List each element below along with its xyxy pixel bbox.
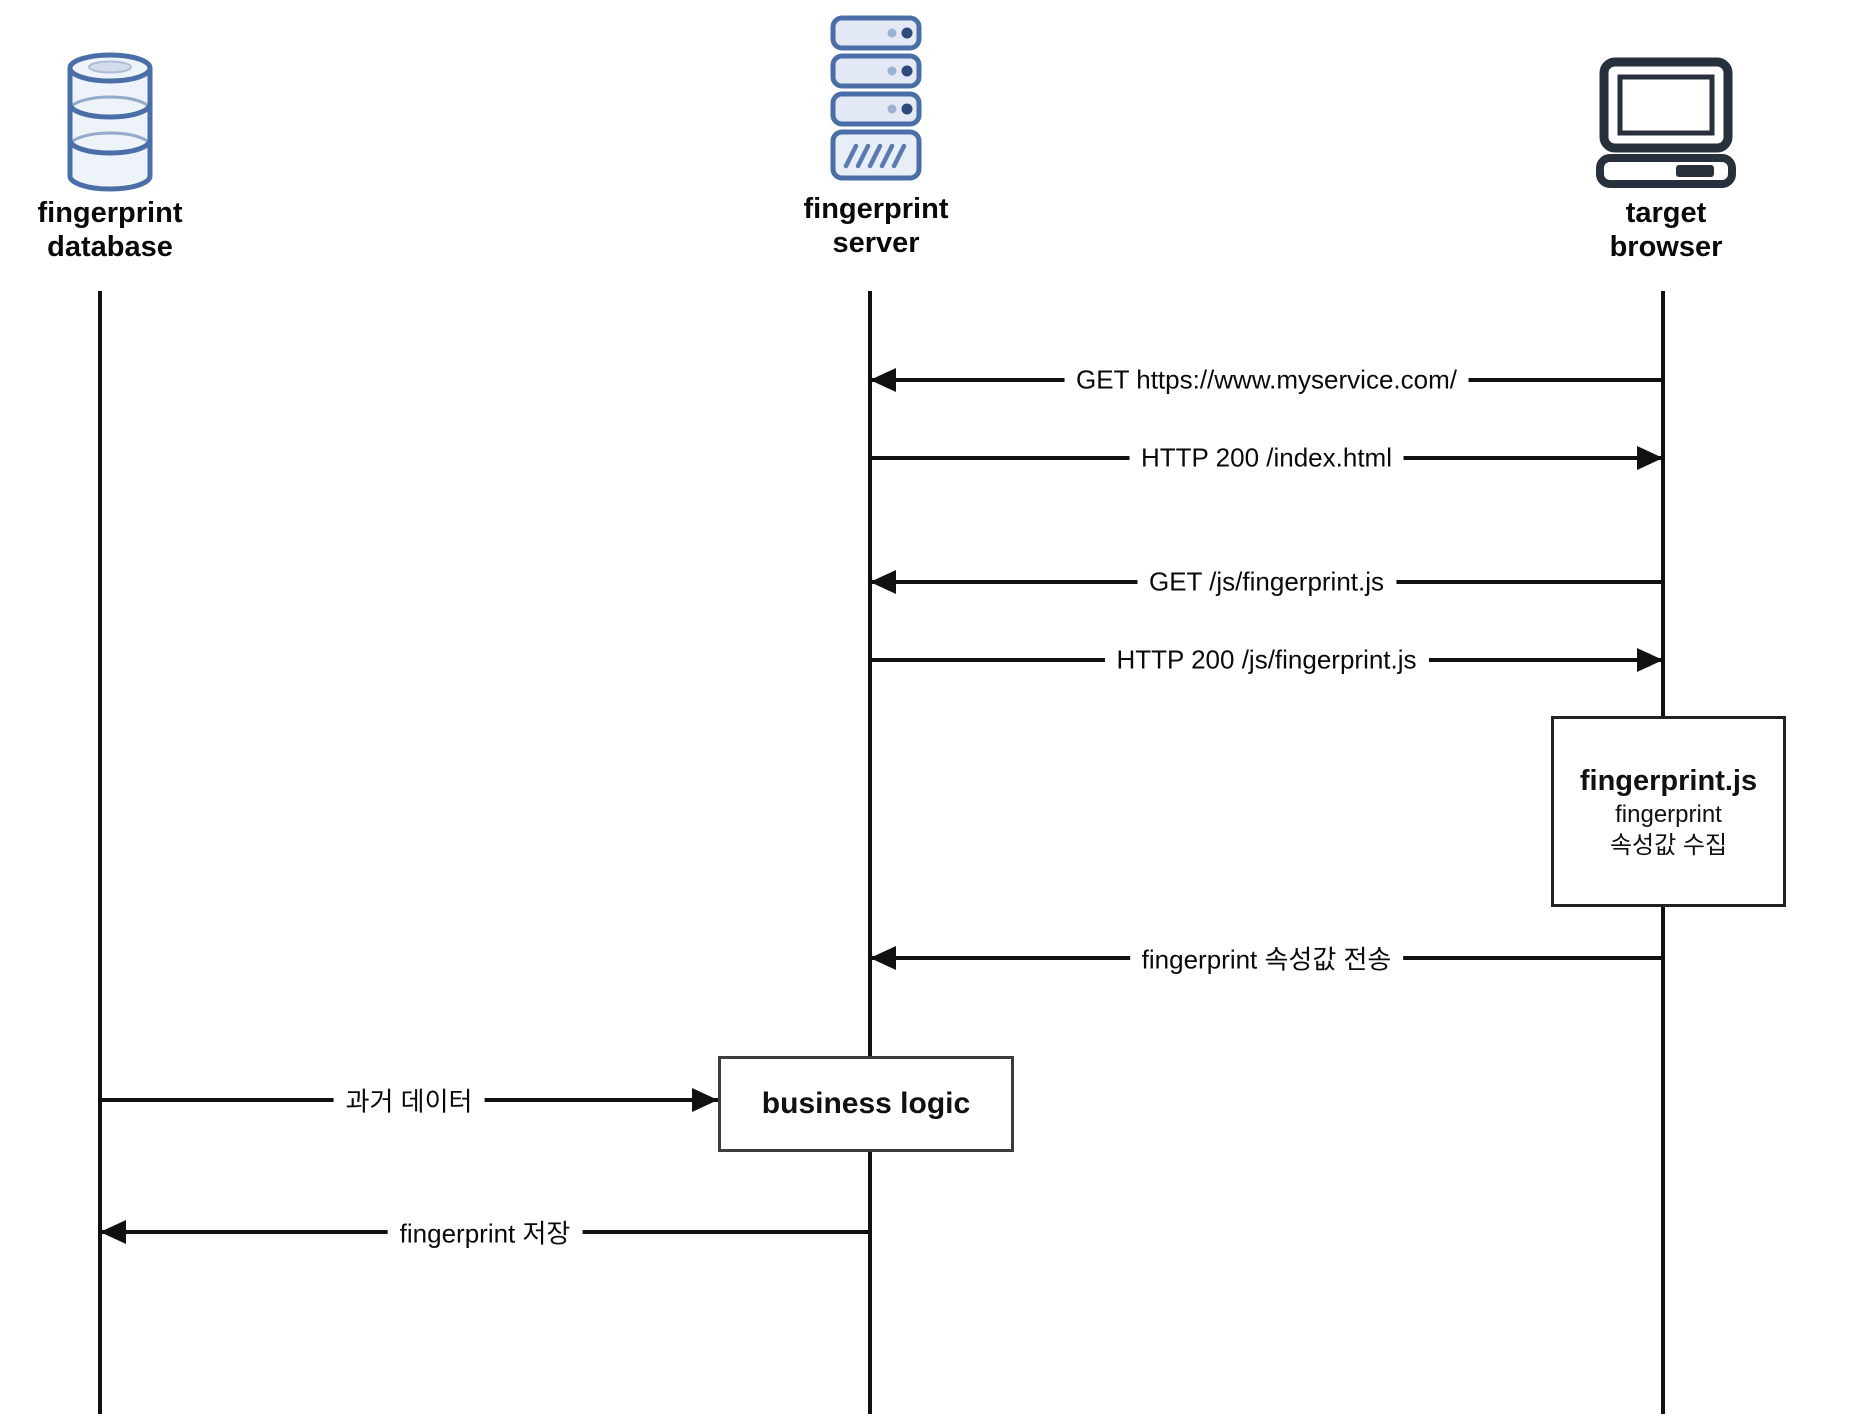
actor-label-line1: fingerprint (803, 193, 949, 225)
arrowhead-left-icon (100, 1220, 126, 1244)
actor-label-line2: server (832, 227, 920, 259)
lifeline-fingerprint-database (98, 291, 102, 1414)
fingerprint-js-box-line1: fingerprint (1615, 800, 1722, 828)
arrowhead-left-icon (870, 946, 896, 970)
arrowhead-left-icon (870, 368, 896, 392)
message-label: fingerprint 저장 (387, 1210, 583, 1254)
business-logic-box-title: business logic (761, 1087, 971, 1120)
actor-label-fingerprint-server: fingerprint server (766, 192, 986, 260)
actor-label-target-browser: target browser (1556, 196, 1776, 264)
message-label: HTTP 200 /index.html (1129, 439, 1404, 477)
computer-icon (1596, 57, 1736, 188)
arrowhead-right-icon (692, 1088, 718, 1112)
arrowhead-right-icon (1637, 446, 1663, 470)
lifeline-fingerprint-server (868, 291, 872, 1414)
actor-label-line2: database (47, 231, 173, 263)
fingerprint-js-box-line2: 속성값 수집 (1609, 831, 1728, 859)
database-icon (67, 52, 153, 192)
arrowhead-right-icon (1637, 648, 1663, 672)
message-label: GET https://www.myservice.com/ (1064, 361, 1469, 399)
message-label: HTTP 200 /js/fingerprint.js (1104, 641, 1429, 679)
message-label: 과거 데이터 (333, 1078, 485, 1122)
message-label: fingerprint 속성값 전송 (1129, 936, 1404, 980)
fingerprint-js-box-title: fingerprint.js (1579, 764, 1758, 797)
arrowhead-left-icon (870, 570, 896, 594)
message-label: GET /js/fingerprint.js (1136, 563, 1397, 601)
server-icon (830, 15, 922, 181)
fingerprint-js-box: fingerprint.js fingerprint 속성값 수집 (1551, 716, 1786, 907)
actor-label-line1: target (1625, 197, 1707, 229)
actor-label-line2: browser (1609, 231, 1723, 263)
actor-label-fingerprint-database: fingerprint database (0, 196, 220, 264)
actor-label-line1: fingerprint (37, 197, 183, 229)
business-logic-box: business logic (718, 1056, 1014, 1152)
